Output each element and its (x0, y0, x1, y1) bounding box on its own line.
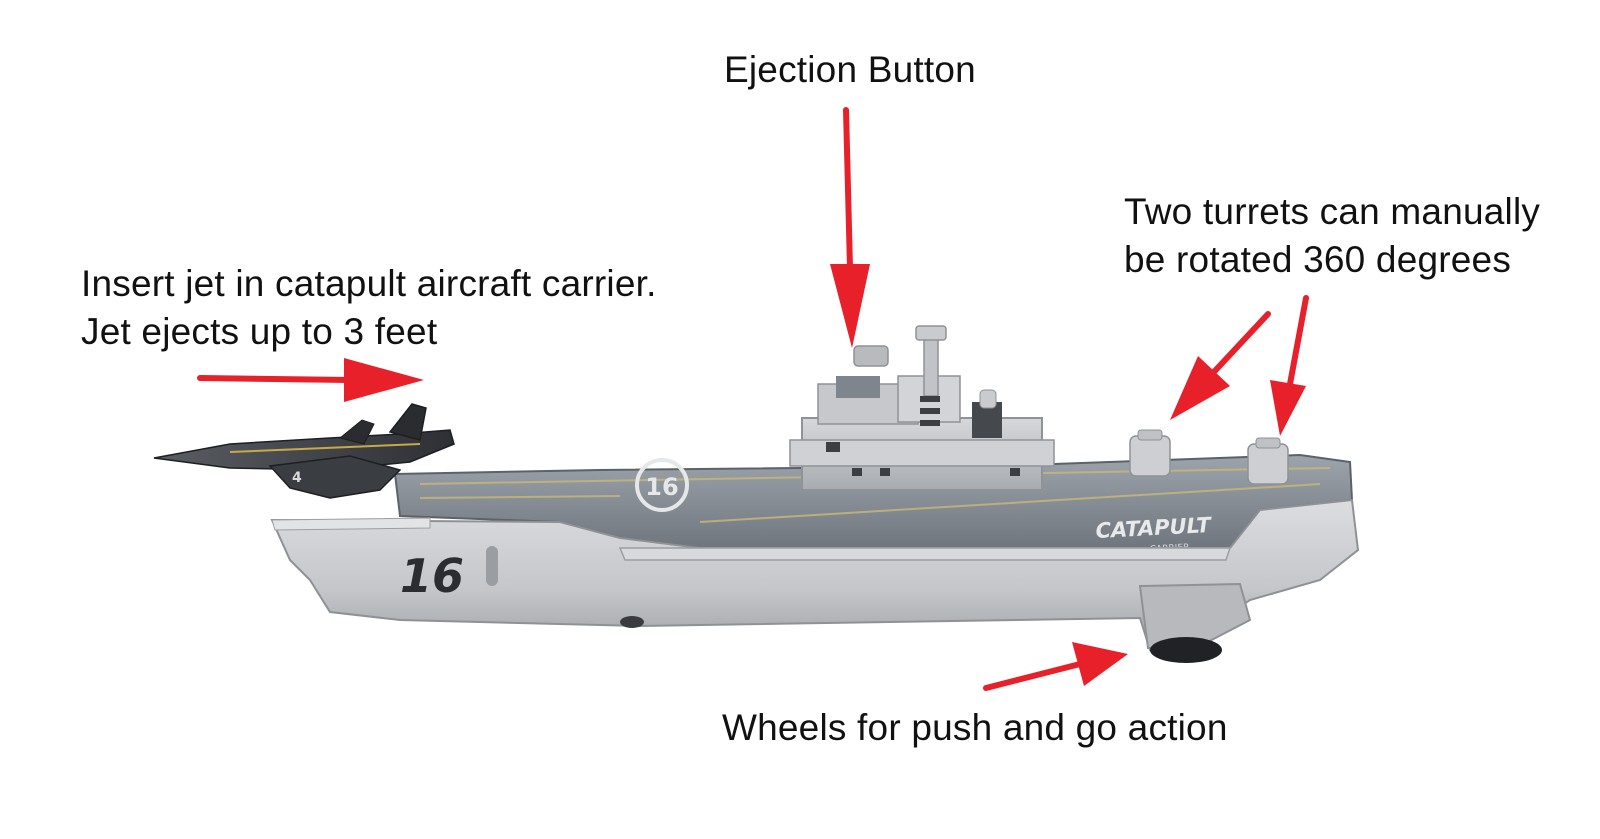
hull-slot (486, 546, 498, 586)
fighter-jet-icon: 4 (153, 403, 455, 499)
jet-wing (268, 455, 402, 499)
callout-ejection-button: Ejection Button (724, 46, 976, 94)
callout-jet-line1: Insert jet in catapult aircraft carrier. (81, 263, 657, 304)
rear-wheel-icon (620, 616, 644, 628)
ejection-button (853, 345, 889, 367)
arrow-jet (197, 358, 424, 402)
island-tower (789, 325, 1055, 491)
callout-turrets-line1: Two turrets can manually (1124, 191, 1541, 232)
wheel-housing (1138, 582, 1252, 650)
jet-stripe (229, 443, 421, 453)
deck-emblem-number: 16 (645, 473, 678, 501)
jet-tail-fin-2 (338, 419, 375, 445)
callout-jet: Insert jet in catapult aircraft carrier.… (81, 260, 657, 356)
turret-right (1247, 437, 1289, 485)
callout-wheels: Wheels for push and go action (722, 704, 1228, 752)
jet-number: 4 (292, 470, 302, 486)
arrow-wheels (983, 642, 1128, 691)
hull-rail (618, 547, 1232, 561)
arrow-ejection (830, 107, 870, 348)
arrow-turret-left (1170, 311, 1271, 420)
callout-wheels-line1: Wheels for push and go action (722, 707, 1228, 748)
callout-turrets: Two turrets can manually be rotated 360 … (1124, 188, 1540, 284)
callout-turrets-line2: be rotated 360 degrees (1124, 239, 1512, 280)
arrow-turret-right (1270, 295, 1309, 436)
stern-rail (271, 517, 431, 531)
aircraft-carrier-icon: 16 CATAPULT CARRIER 16 (270, 325, 1360, 663)
hull-number: 16 (400, 549, 464, 603)
callout-ejection-line1: Ejection Button (724, 49, 976, 90)
jet-tail-fin (388, 403, 427, 441)
deck-emblem: 16 (635, 458, 689, 512)
callout-jet-line2: Jet ejects up to 3 feet (81, 311, 438, 352)
wheel-icon (1150, 637, 1222, 663)
turret-left (1129, 429, 1171, 477)
